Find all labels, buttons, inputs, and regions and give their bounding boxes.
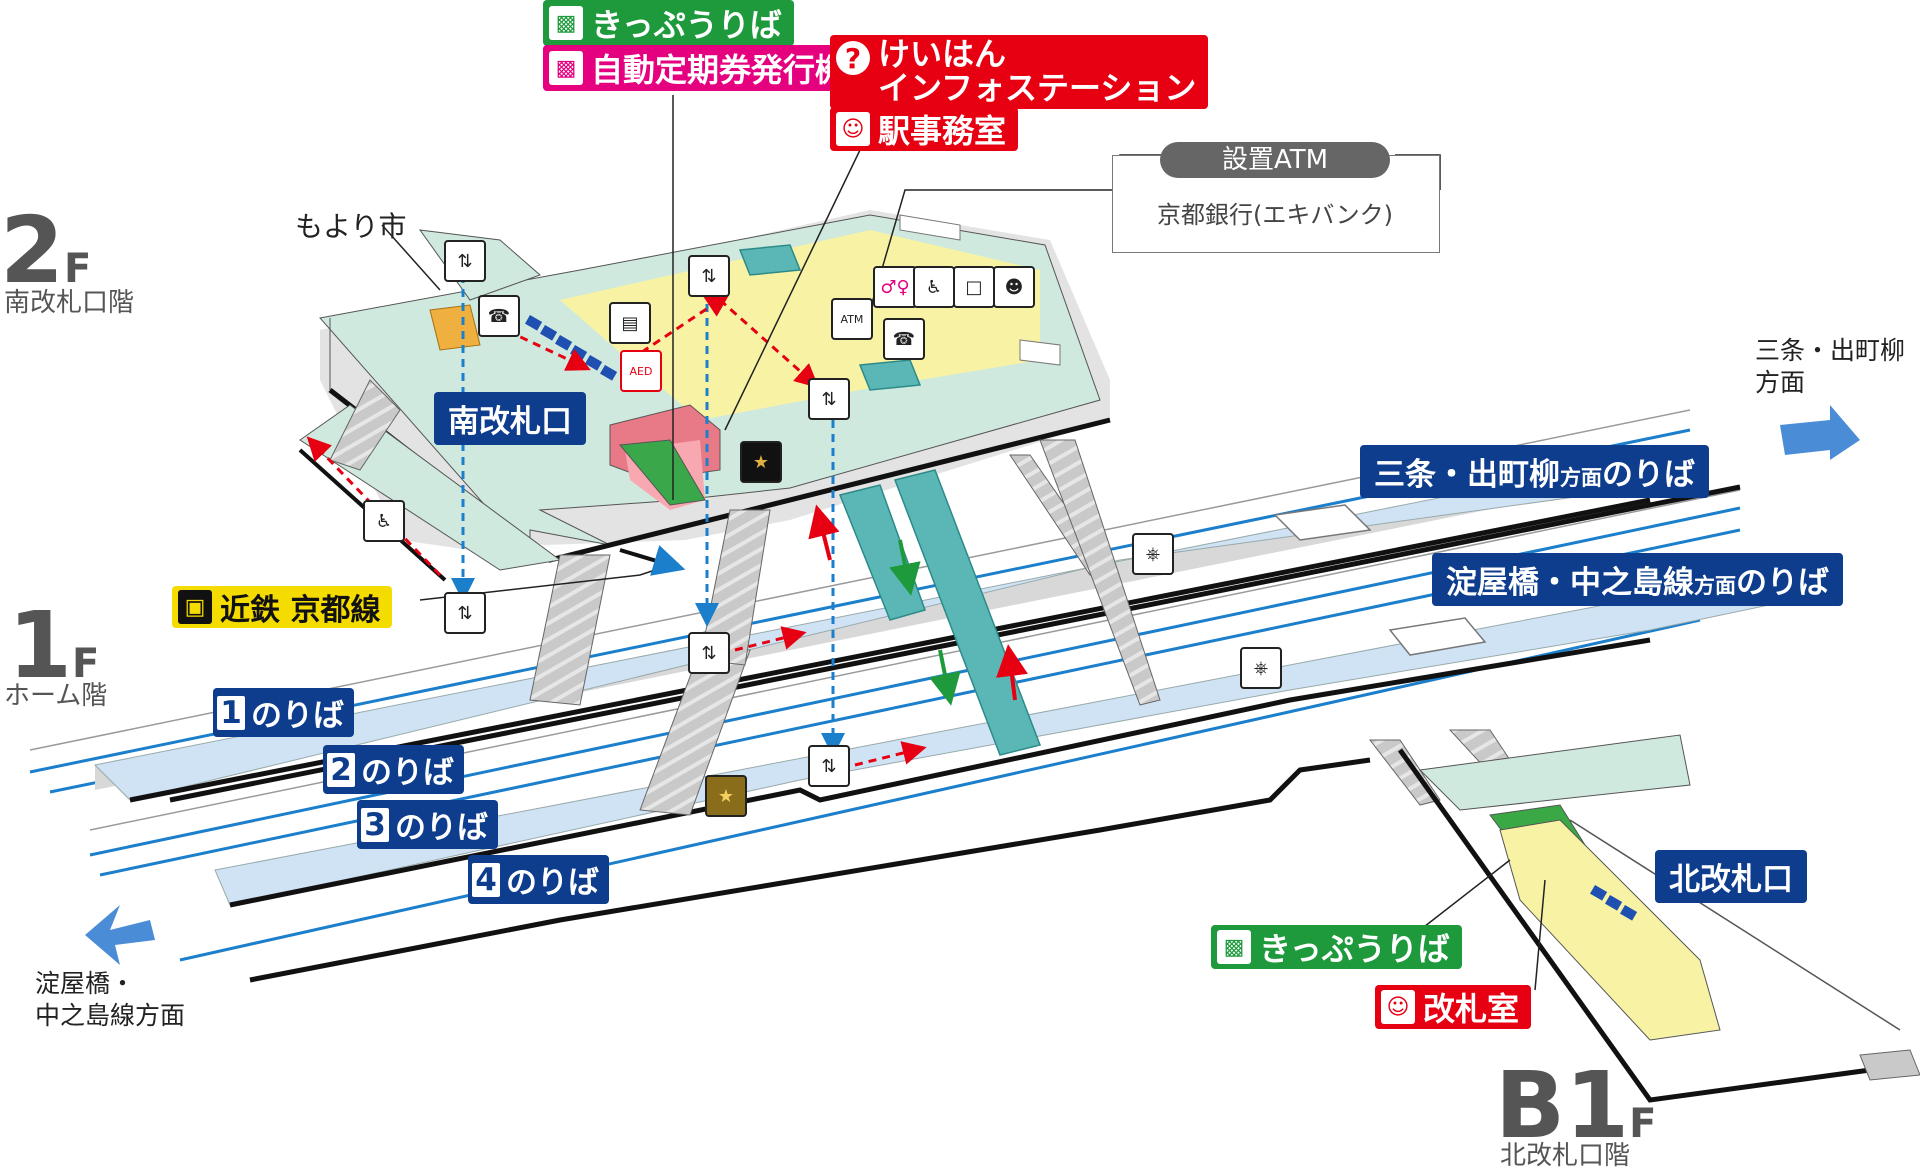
direction-right-text: 三条・出町柳方面 — [1755, 336, 1906, 397]
platform-openings — [1273, 504, 1487, 656]
baby-room-icon: ☻ — [993, 266, 1035, 308]
commuter-pass-machine-tag: ▩ 自動定期券発行機 — [543, 45, 860, 91]
question-icon: ? — [836, 41, 870, 75]
elevator-icon: ⇅ — [444, 240, 486, 282]
kintetsu-arrow — [619, 545, 686, 576]
floor-1f-name: ホーム階 — [4, 681, 108, 711]
atm-bank: 京都銀行(エキバンク) — [1157, 201, 1393, 229]
moyori-shop-block — [429, 304, 481, 351]
stair-lift-icon: ♿ — [363, 500, 405, 542]
ticket-machine-icon: ▩ — [1217, 930, 1251, 964]
kintetsu-line-tag: ▣ 近鉄 京都線 — [172, 586, 393, 628]
south-gate-label: 南改札口 — [434, 392, 586, 445]
floor-b1-name: 北改札口階 — [1500, 1141, 1631, 1171]
yodoyabashi-platform-label: 淀屋橋・中之島線方面のりば — [1432, 553, 1843, 606]
ticket-machine-icon: ▩ — [549, 6, 583, 40]
waiting-seat-icon: ⎈ — [1240, 647, 1282, 689]
b1-structure — [1397, 734, 1920, 1103]
atm-title: 設置ATM — [1160, 142, 1390, 178]
ticket-office-tag: ▩ きっぷうりば — [543, 0, 794, 46]
elevator-icon: ⇅ — [688, 255, 730, 297]
direction-left-text: 淀屋橋・中之島線方面 — [35, 969, 186, 1030]
elevator-icon: ⇅ — [808, 378, 850, 420]
multipurpose-room-icon: □ — [953, 266, 995, 308]
pass-machine-icon: ▩ — [549, 51, 583, 85]
waiting-seat-icon: ⎈ — [1132, 533, 1174, 575]
restroom-icon: ♂♀ — [873, 266, 917, 308]
accessible-restroom-icon: ♿ — [913, 266, 955, 308]
keihan-logo-icon: ★ — [705, 775, 747, 817]
north-gate-label: 北改札口 — [1655, 850, 1807, 903]
staff-icon: ☺ — [1381, 990, 1415, 1024]
elevator-icon: ⇅ — [444, 592, 486, 634]
phone-icon: ☎ — [478, 295, 520, 337]
escalator-direction-arrows — [808, 504, 1028, 706]
aed-icon: AED — [620, 350, 662, 392]
moyori-label: もより市 — [295, 210, 407, 243]
arrow-right-direction — [1780, 405, 1860, 460]
station-office-tag: ☺ 駅事務室 — [830, 107, 1019, 151]
locker-icon: ▤ — [609, 302, 651, 344]
staff-icon: ☺ — [836, 112, 870, 146]
gate-office-tag: ☺ 改札室 — [1375, 985, 1532, 1029]
floor-2f-label: 2F — [0, 197, 92, 304]
ticket-gates — [525, 315, 1638, 921]
arrow-left-direction — [85, 905, 155, 965]
train-icon: ▣ — [178, 590, 212, 624]
elevator-icon: ⇅ — [808, 745, 850, 787]
elevator-icon: ⇅ — [688, 632, 730, 674]
keihan-logo-icon: ★ — [740, 441, 782, 483]
ticket-office-b1-tag: ▩ きっぷうりば — [1211, 925, 1462, 969]
info-station-tag: ? けいはんインフォステーション — [830, 35, 1209, 109]
sanjo-platform-label: 三条・出町柳方面のりば — [1360, 445, 1709, 498]
floor-2f-name: 南改札口階 — [4, 288, 135, 318]
phone-icon: ☎ — [883, 318, 925, 360]
atm-icon: ATM — [831, 298, 873, 340]
floor-1f-label: 1F — [8, 592, 100, 699]
floor-b1-label: B1F — [1495, 1052, 1657, 1159]
